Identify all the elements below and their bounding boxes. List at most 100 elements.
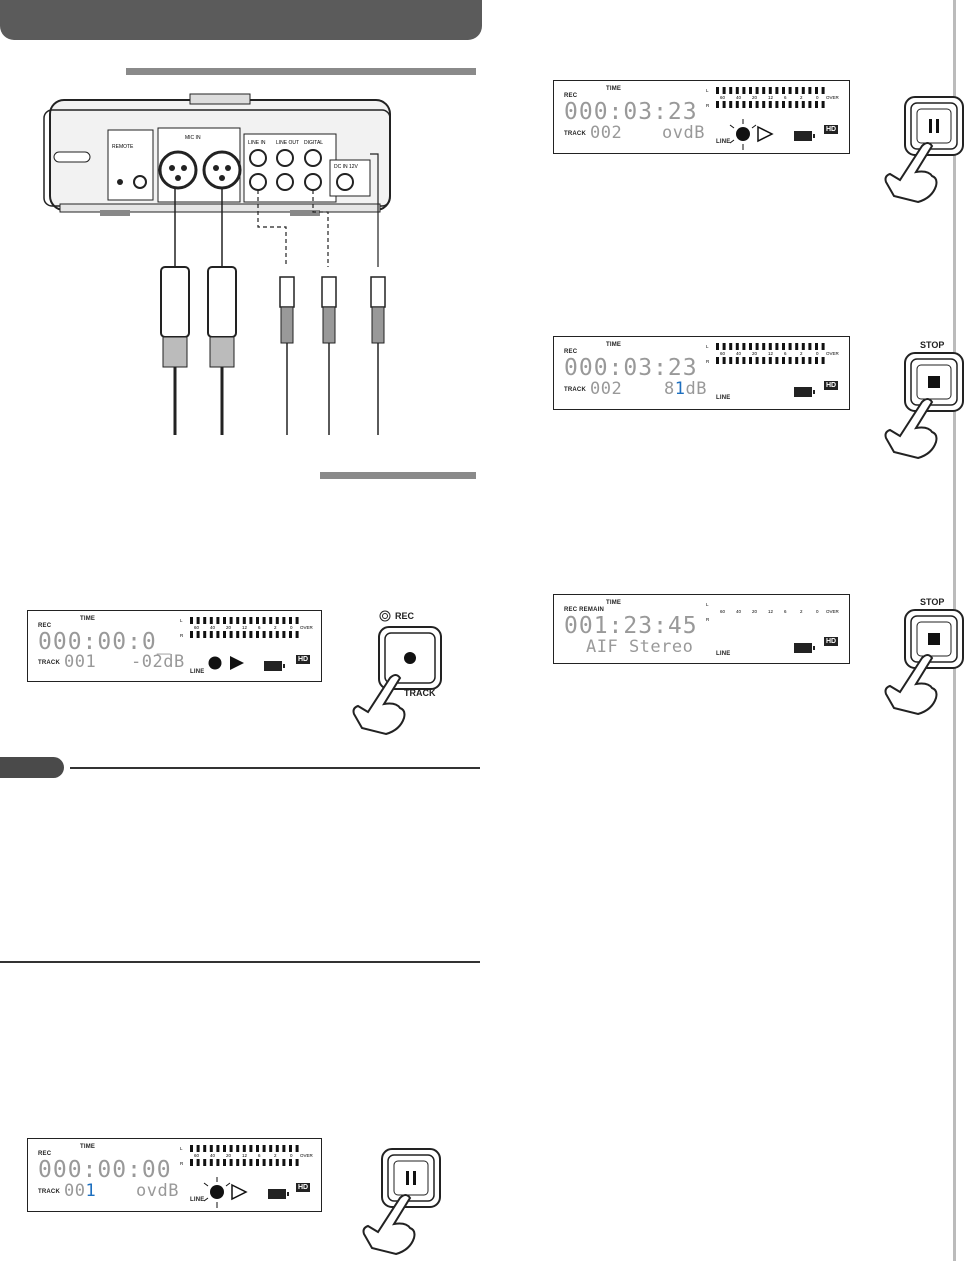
lcd-time-readout: 001:23:45 bbox=[564, 613, 698, 639]
meter-segment bbox=[249, 617, 253, 624]
meter-segment bbox=[236, 631, 240, 638]
meter-scale-tick: 6 bbox=[784, 351, 787, 356]
lcd-display-record-start: REC TIME 000:00:0_ TRACK 001 -02dB LINE … bbox=[27, 610, 322, 682]
lcd-input-label: LINE bbox=[190, 669, 205, 675]
meter-segment bbox=[729, 357, 733, 364]
battery-icon bbox=[794, 643, 815, 653]
lcd-time-label: TIME bbox=[606, 600, 622, 606]
hd-indicator: HD bbox=[296, 1183, 311, 1192]
meter-segment bbox=[795, 357, 799, 364]
meter-segment bbox=[788, 357, 792, 364]
meter-segment bbox=[229, 1145, 233, 1152]
lcd-mode-label: REC bbox=[564, 349, 578, 355]
meter-segment bbox=[269, 631, 273, 638]
meter-segment bbox=[755, 357, 759, 364]
meter-segment bbox=[755, 101, 759, 108]
meter-scale-tick: 2 bbox=[274, 625, 277, 630]
meter-over-label: OVER bbox=[300, 1153, 314, 1158]
meter-segment bbox=[190, 617, 193, 624]
meter-segment bbox=[722, 101, 726, 108]
meter-segment bbox=[203, 1159, 207, 1166]
meter-scale-tick: 6 bbox=[784, 95, 787, 100]
lcd-time-label: TIME bbox=[80, 616, 96, 622]
meter-segment bbox=[795, 343, 799, 350]
battery-icon bbox=[794, 131, 815, 141]
note-rule bbox=[70, 767, 480, 769]
section-rule bbox=[0, 961, 480, 963]
lcd-track-number: 002 bbox=[590, 123, 623, 143]
meter-l-label: L bbox=[180, 618, 183, 623]
meter-segment bbox=[256, 617, 259, 624]
meter-segment bbox=[762, 357, 766, 364]
meter-segment bbox=[275, 1145, 279, 1152]
meter-segment bbox=[196, 1159, 200, 1166]
meter-segment bbox=[289, 1145, 292, 1152]
meter-segment bbox=[815, 87, 818, 94]
meter-segment bbox=[735, 357, 739, 364]
meter-scale-tick: 2 bbox=[800, 351, 803, 356]
meter-segment bbox=[749, 87, 752, 94]
meter-scale-tick: 40 bbox=[210, 1153, 216, 1158]
stop-button-label: STOP bbox=[920, 340, 945, 350]
meter-segment bbox=[762, 343, 766, 350]
meter-l-label: L bbox=[180, 1146, 183, 1151]
hd-indicator: HD bbox=[296, 655, 311, 664]
lcd-display-stopped: REC TIME 000:03:23 TRACK 002 81dB LINE L… bbox=[553, 336, 850, 410]
lcd-track-label: TRACK bbox=[564, 387, 586, 393]
lcd-display-remaining: REC REMAIN TIME 001:23:45 AIF Stereo LIN… bbox=[553, 594, 850, 664]
stop-button[interactable] bbox=[904, 609, 964, 669]
meter-segment bbox=[716, 343, 719, 350]
meter-segment bbox=[788, 343, 792, 350]
lcd-input-label: LINE bbox=[716, 139, 731, 145]
meter-segment bbox=[821, 343, 825, 350]
meter-segment bbox=[755, 343, 759, 350]
lcd-track-number: 001 bbox=[64, 652, 97, 672]
section-header-bar bbox=[0, 0, 482, 40]
record-flashing-indicator bbox=[729, 119, 774, 150]
meter-segment bbox=[775, 357, 779, 364]
lcd-track-digits: 00 bbox=[64, 1181, 86, 1201]
lcd-level-readout: 81dB bbox=[664, 381, 707, 398]
meter-l-label: L bbox=[706, 88, 709, 93]
lcd-track-label: TRACK bbox=[38, 1189, 60, 1195]
meter-segment bbox=[203, 1145, 207, 1152]
meter-segment bbox=[815, 101, 818, 108]
pause-button[interactable] bbox=[904, 96, 964, 156]
meter-bars bbox=[190, 617, 299, 638]
meter-segment bbox=[295, 1159, 299, 1166]
meter-segment bbox=[782, 87, 785, 94]
meter-segment bbox=[742, 101, 746, 108]
meter-segment bbox=[209, 1145, 213, 1152]
meter-segment bbox=[768, 357, 772, 364]
meter-segment bbox=[729, 101, 733, 108]
meter-segment bbox=[782, 357, 785, 364]
lcd-level-digit: 8 bbox=[664, 379, 675, 399]
meter-segment bbox=[775, 87, 779, 94]
meter-segment bbox=[782, 343, 785, 350]
rec-button[interactable] bbox=[378, 626, 442, 690]
lcd-display-record-pause-track2: REC TIME 000:03:23 TRACK 002 ovdB LINE L… bbox=[553, 80, 850, 154]
meter-segment bbox=[788, 87, 792, 94]
pause-button[interactable] bbox=[381, 1148, 441, 1208]
meter-scale-tick: 60 bbox=[720, 609, 726, 614]
stop-button[interactable] bbox=[904, 352, 964, 412]
meter-segment bbox=[722, 87, 726, 94]
meter-segment bbox=[742, 87, 746, 94]
meter-scale-tick: 40 bbox=[736, 351, 742, 356]
meter-segment bbox=[815, 343, 818, 350]
meter-scale-tick: 6 bbox=[258, 625, 261, 630]
pressing-hand-icon bbox=[884, 654, 938, 716]
meter-segment bbox=[209, 1159, 213, 1166]
meter-scale-tick: 2 bbox=[274, 1153, 277, 1158]
meter-l-label: L bbox=[706, 344, 709, 349]
meter-segment bbox=[289, 1159, 292, 1166]
meter-segment bbox=[196, 1145, 200, 1152]
meter-scale-tick: 6 bbox=[258, 1153, 261, 1158]
lcd-track-number: 001 bbox=[64, 1183, 96, 1200]
meter-segment bbox=[203, 617, 207, 624]
lcd-track-number: 002 bbox=[590, 379, 623, 399]
meter-segment bbox=[196, 631, 200, 638]
meter-segment bbox=[223, 617, 226, 624]
